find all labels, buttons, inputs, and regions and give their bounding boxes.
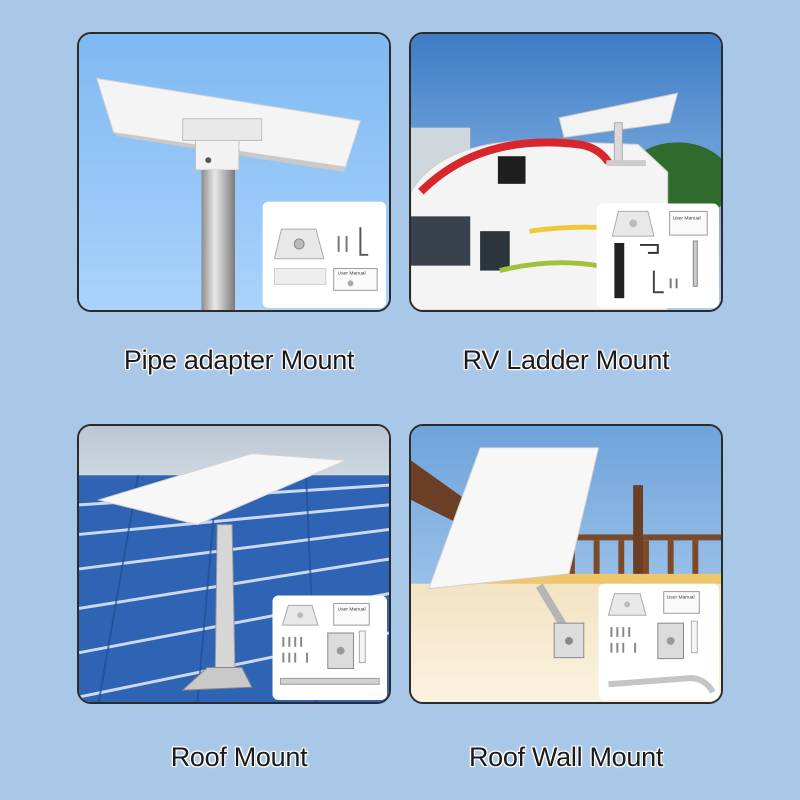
user-manual-label: User Manual — [673, 215, 701, 221]
user-manual-label: User Manual — [338, 271, 366, 277]
roof-mount-caption: Roof Mount — [170, 742, 308, 772]
roof-wall-mount-caption: Roof Wall Mount — [468, 742, 664, 772]
roof-mount-image: User Manual — [77, 424, 391, 704]
accessory-kit-inset: User Manual — [598, 583, 720, 701]
pipe-adapter-mount-caption: Pipe adapter Mount — [123, 345, 355, 375]
accessory-kit-inset: User Manual — [262, 201, 387, 309]
accessory-kit-inset: User Manual — [596, 203, 720, 309]
pipe-adapter-mount-image: User Manual — [77, 32, 391, 312]
roof-wall-mount-image: User Manual — [409, 424, 723, 704]
accessory-kit-inset: User Manual — [272, 595, 388, 701]
user-manual-label: User Manual — [667, 595, 695, 601]
user-manual-label: User Manual — [338, 606, 366, 612]
rv-ladder-mount-image: User Manual — [409, 32, 723, 312]
rv-ladder-mount-caption: RV Ladder Mount — [462, 345, 670, 375]
